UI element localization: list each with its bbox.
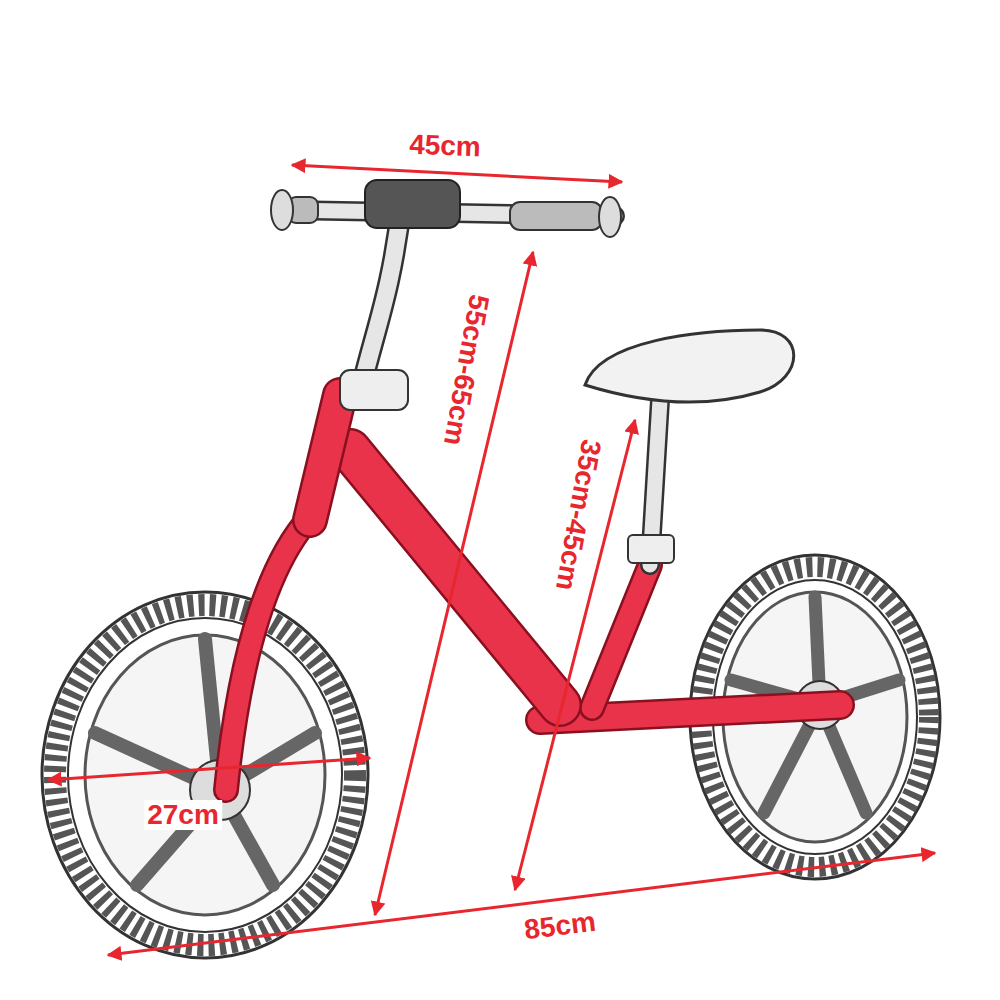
spokes bbox=[95, 639, 315, 885]
fork-outline bbox=[226, 515, 312, 790]
dimension-arrow bbox=[375, 252, 533, 915]
seat-clamp bbox=[628, 535, 674, 563]
dimension-arrow bbox=[108, 853, 935, 955]
dimension-arrow bbox=[292, 165, 622, 182]
dimension-arrow bbox=[48, 758, 370, 780]
grip bbox=[510, 202, 602, 230]
head-tube bbox=[310, 395, 340, 520]
frame bbox=[226, 200, 840, 790]
saddle bbox=[585, 330, 794, 402]
handlebar bbox=[271, 180, 621, 237]
front-wheel bbox=[42, 592, 368, 958]
end-cap bbox=[271, 190, 293, 230]
dimension-label: 55cm-65cm bbox=[437, 289, 494, 450]
bar-pad bbox=[365, 180, 460, 228]
head-tube-outline bbox=[310, 395, 340, 520]
dimension-label: 85cm bbox=[520, 906, 601, 945]
seat-tube bbox=[592, 565, 650, 708]
end-cap bbox=[599, 197, 621, 237]
dimension-label: 27cm bbox=[144, 800, 222, 830]
dimension-lines bbox=[48, 165, 935, 955]
fork bbox=[226, 515, 312, 790]
dimension-label: 45cm bbox=[406, 130, 485, 163]
dimension-label: 35cm-45cm bbox=[549, 434, 606, 595]
seat-tube-outline bbox=[592, 565, 650, 708]
dimension-arrow bbox=[515, 420, 635, 890]
tire-outline bbox=[42, 592, 368, 958]
headset bbox=[340, 370, 408, 410]
